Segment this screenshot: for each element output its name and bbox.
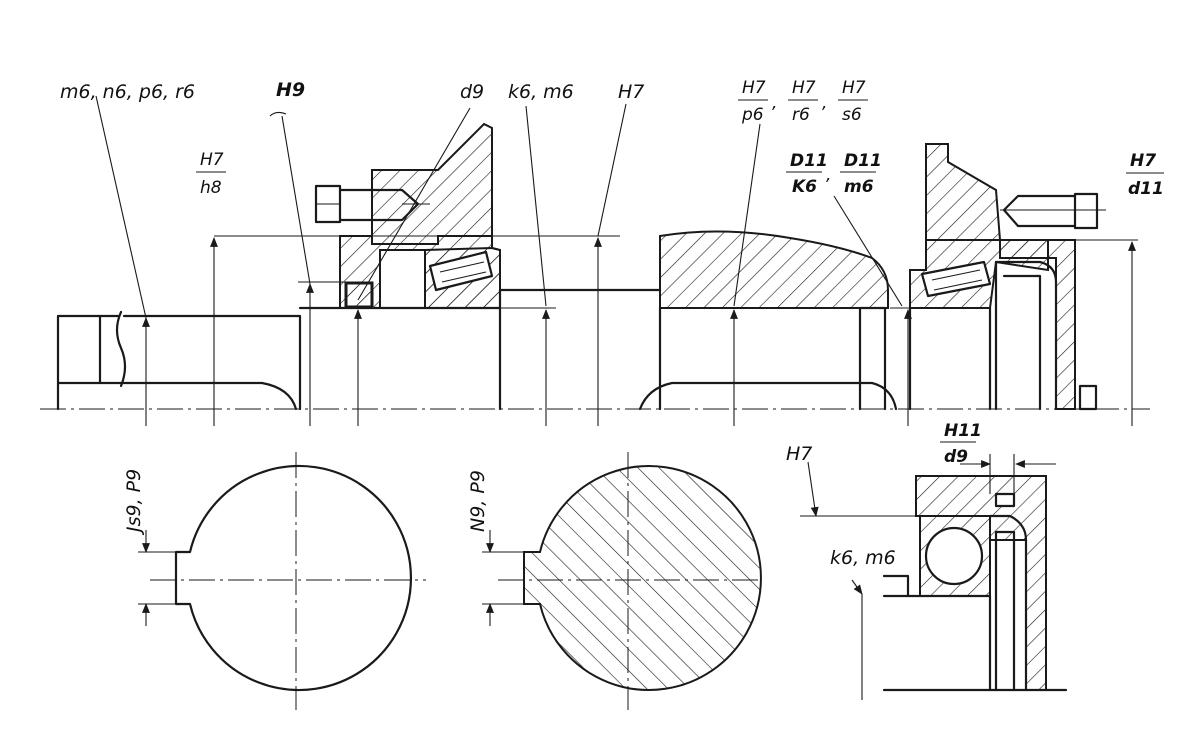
svg-text:r6: r6	[792, 105, 810, 125]
svg-text:H7: H7	[1130, 151, 1156, 171]
label-n9-p9: N9, P9	[467, 470, 489, 532]
right-roller-bearing	[920, 260, 992, 298]
label-k6-m6-top: k6, m6	[508, 81, 574, 103]
extension-lines	[214, 235, 1138, 309]
right-bearing-cover	[925, 143, 1002, 241]
shaft-section-shaft-keyway: N9, P9	[467, 452, 762, 710]
svg-text:,: ,	[822, 93, 827, 113]
label-k6-m6-bottom: k6, m6	[830, 547, 896, 569]
bearing-seat-lines	[908, 306, 992, 411]
label-h9: H9	[276, 79, 305, 101]
svg-text:p6: p6	[741, 105, 764, 125]
detail-inner-cup	[988, 514, 1028, 692]
right-bolt	[1000, 192, 1106, 230]
fit-dimension-arrows	[142, 237, 1136, 426]
label-h7-top: H7	[618, 81, 644, 103]
label-m6-r6: m6, n6, p6, r6	[60, 81, 195, 103]
leader-lines	[95, 95, 903, 319]
detail-shaft	[882, 574, 1068, 692]
gear-hub	[659, 230, 889, 309]
svg-text:D11: D11	[844, 151, 882, 171]
shaft-break-line	[115, 310, 127, 388]
shaft-assembly	[40, 122, 1150, 411]
fraction-h11-d9: H11 d9	[940, 421, 982, 467]
left-bearing-cover	[371, 122, 493, 245]
svg-text:h8: h8	[200, 178, 222, 198]
label-d9: d9	[460, 81, 484, 103]
svg-text:d9: d9	[944, 447, 968, 467]
fraction-h7-p6: H7 p6	[738, 78, 768, 125]
fraction-h7-h8: H7 h8	[196, 150, 226, 198]
detail-spacer	[994, 492, 1016, 508]
svg-text:K6: K6	[792, 177, 817, 197]
right-inner-cup	[994, 260, 1058, 411]
fraction-h7-s6: H7 s6	[838, 78, 868, 125]
svg-text:H7: H7	[842, 78, 866, 98]
right-nut	[1078, 384, 1098, 411]
label-js9-p9: Js9, P9	[123, 469, 145, 536]
left-seal	[344, 281, 374, 309]
fraction-d11-k6: D11 K6	[786, 151, 828, 197]
left-roller-bearing	[424, 246, 501, 309]
svg-text:D11: D11	[790, 151, 828, 171]
shaft-left-end	[56, 314, 302, 411]
svg-text:H11: H11	[944, 421, 982, 441]
left-bolt	[314, 184, 430, 224]
label-h7-bottom: H7	[786, 443, 812, 465]
svg-text:m6: m6	[844, 177, 874, 197]
svg-text:,: ,	[826, 165, 831, 185]
svg-text:H7: H7	[792, 78, 816, 98]
svg-text:s6: s6	[842, 105, 862, 125]
fraction-h7-r6: H7 r6	[788, 78, 818, 125]
fraction-h7-d11: H7 d11	[1126, 151, 1164, 199]
svg-text:d11: d11	[1128, 179, 1164, 199]
shaft-section-hub-keyway: Js9, P9	[123, 452, 426, 710]
detail-ball	[924, 526, 984, 586]
fit-labels: m6, n6, p6, r6 H9 d9 k6, m6 H7 H7 k6, m6	[60, 79, 896, 569]
svg-text:H7: H7	[200, 150, 224, 170]
svg-text:,: ,	[772, 93, 777, 113]
fit-fractions: H7 h8 H7 p6 , H7 r6 , H7 s6 D11 K6 , D11	[196, 78, 1164, 467]
fraction-d11-m6: D11 m6	[840, 151, 882, 197]
svg-text:H7: H7	[742, 78, 766, 98]
ball-bearing-detail	[800, 454, 1068, 700]
